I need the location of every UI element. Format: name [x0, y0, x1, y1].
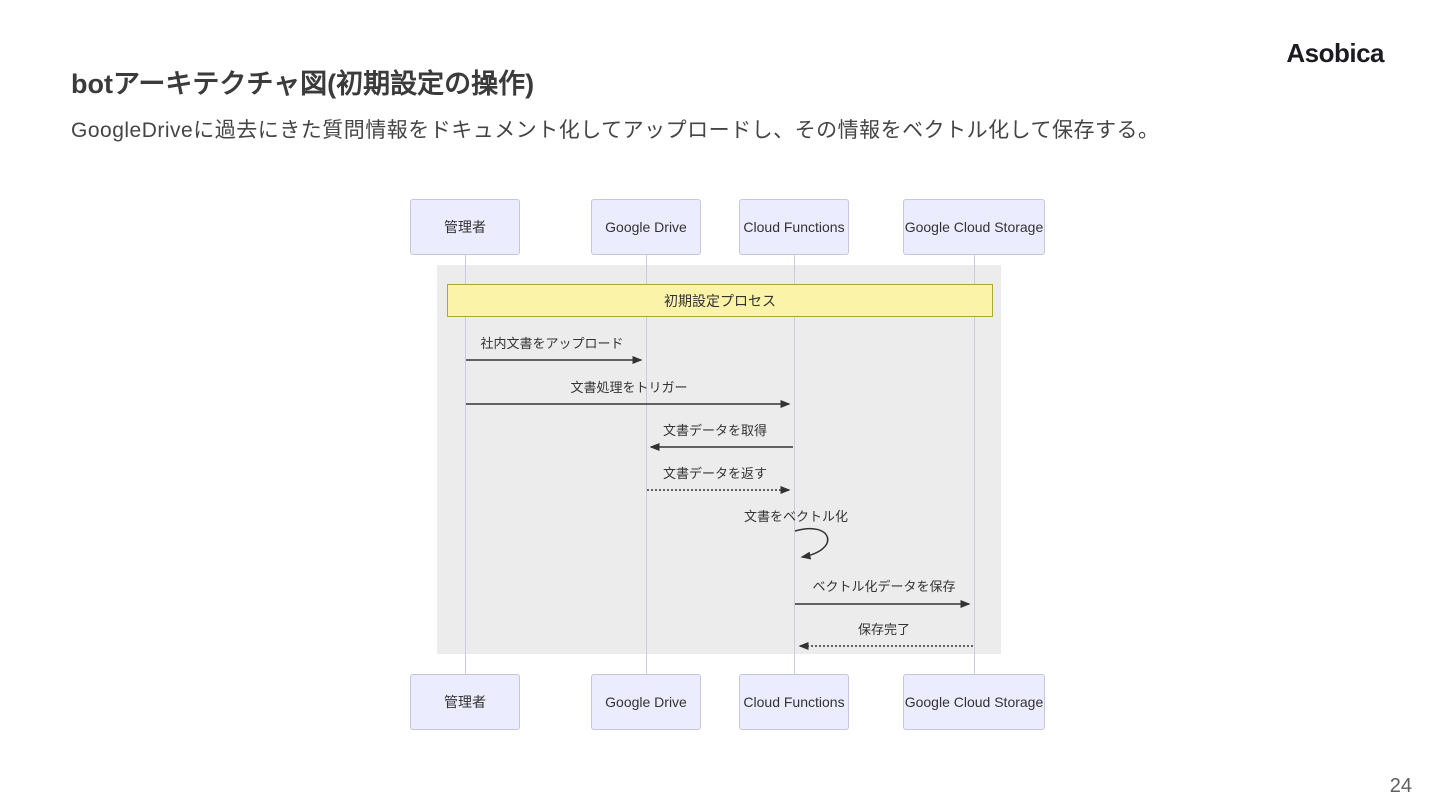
page-subtitle: GoogleDriveに過去にきた質問情報をドキュメント化してアップロードし、そ…: [71, 119, 1160, 142]
page-number: 24: [1389, 775, 1412, 797]
participant-admin-top: 管理者: [410, 199, 520, 255]
participant-google-cloud-storage-top: Google Cloud Storage: [903, 199, 1045, 255]
participant-cloud-functions-bottom: Cloud Functions: [739, 674, 849, 730]
message-label-get-document-data: 文書データを取得: [662, 423, 768, 438]
lifeline-cloud-functions: [794, 255, 795, 674]
asobica-logo: Asobica: [1286, 38, 1384, 68]
banner-initial-setup-process: 初期設定プロセス: [447, 284, 993, 317]
message-label-upload-document: 社内文書をアップロード: [480, 336, 624, 351]
participant-admin-bottom: 管理者: [410, 674, 520, 730]
page-title: botアーキテクチャ図(初期設定の操作): [71, 69, 535, 99]
participant-cloud-functions-top: Cloud Functions: [739, 199, 849, 255]
lifeline-google-drive: [646, 255, 647, 674]
participant-google-drive-top: Google Drive: [591, 199, 701, 255]
participant-google-cloud-storage-bottom: Google Cloud Storage: [903, 674, 1045, 730]
message-label-save-complete: 保存完了: [857, 622, 911, 637]
message-label-trigger-processing: 文書処理をトリガー: [570, 380, 688, 395]
message-label-vectorize-document: 文書をベクトル化: [743, 509, 849, 524]
lifeline-admin: [465, 255, 466, 674]
diagram-background: [437, 265, 1001, 654]
participant-google-drive-bottom: Google Drive: [591, 674, 701, 730]
message-label-return-document-data: 文書データを返す: [662, 466, 768, 481]
message-label-save-vector-data: ベクトル化データを保存: [812, 579, 956, 594]
lifeline-google-cloud-storage: [974, 255, 975, 674]
